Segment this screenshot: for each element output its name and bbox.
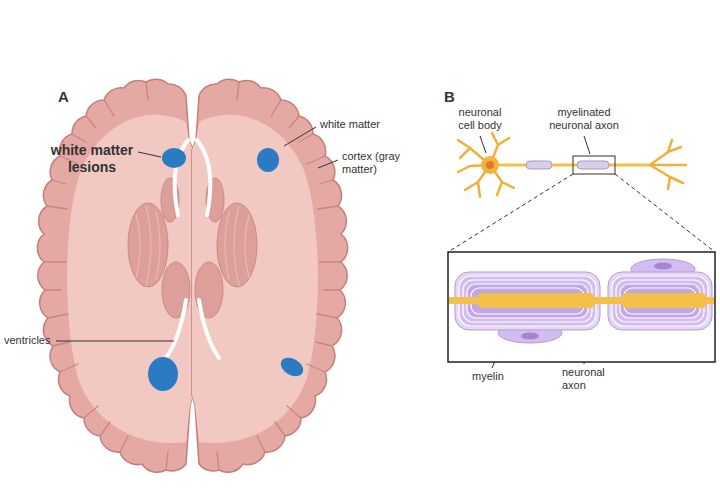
callout-label: white matter xyxy=(320,118,394,131)
leader-line xyxy=(138,152,161,157)
closeup-frame xyxy=(448,252,715,362)
brain-hemisphere xyxy=(37,79,193,472)
lesion xyxy=(162,148,186,168)
zoom-line xyxy=(615,174,715,252)
lesions xyxy=(148,148,306,391)
striations xyxy=(136,206,160,286)
neuron xyxy=(458,133,686,197)
label-anchor: neuronal cell body xyxy=(452,106,508,132)
label-anchor: myelinated neuronal axon xyxy=(546,106,622,132)
leader-lines xyxy=(56,127,590,368)
axon-core xyxy=(622,293,706,308)
glial-nucleus xyxy=(521,333,539,340)
sulci xyxy=(44,82,168,470)
ventricle xyxy=(166,140,188,358)
leader-line xyxy=(480,136,486,153)
axon-closeup xyxy=(448,252,715,362)
lentiform-nucleus xyxy=(128,203,168,287)
callout-label: cortex (gray matter) xyxy=(342,150,418,176)
leader-line xyxy=(284,127,316,146)
label-anchor: white matter lesions xyxy=(42,142,142,176)
glial-nucleus xyxy=(654,263,672,270)
leader-line xyxy=(56,341,174,342)
cell-body xyxy=(481,156,499,174)
leader-line xyxy=(318,160,338,168)
myelin-sheath xyxy=(608,272,712,330)
brain-hemisphere xyxy=(192,79,348,472)
label-anchor: B xyxy=(444,88,468,106)
callout-label: ventricles xyxy=(4,334,64,347)
lesion xyxy=(148,357,178,391)
myelin-layer xyxy=(459,276,596,326)
zoom-line xyxy=(448,174,573,252)
myelin-layer xyxy=(612,276,708,326)
axon-terminal xyxy=(650,140,686,189)
panel-letter: B xyxy=(444,88,468,106)
lesion xyxy=(257,148,279,172)
callout-label: neuronal cell body xyxy=(452,106,508,132)
zoom-box xyxy=(573,156,615,174)
callout-label: myelin xyxy=(472,370,522,383)
myelin-segment xyxy=(577,161,609,169)
callout-label: neuronal axon xyxy=(562,366,614,392)
nucleus xyxy=(486,161,494,169)
label-anchor: white matter xyxy=(320,118,394,131)
panel-letter: A xyxy=(58,88,82,106)
label-anchor: cortex (gray matter) xyxy=(342,150,418,176)
label-anchor: A xyxy=(58,88,82,106)
leader-line xyxy=(584,136,590,154)
axon-core xyxy=(478,293,594,308)
label-anchor: myelin xyxy=(472,370,522,383)
callout-label: myelinated neuronal axon xyxy=(546,106,622,132)
lesion xyxy=(278,354,307,380)
myelin-segment xyxy=(526,161,552,169)
cortex-outline xyxy=(37,79,193,472)
myelin-layer xyxy=(608,272,712,330)
label-anchor: ventricles xyxy=(4,334,64,347)
callout-label: white matter lesions xyxy=(42,142,142,176)
label-anchor: neuronal axon xyxy=(562,366,614,392)
